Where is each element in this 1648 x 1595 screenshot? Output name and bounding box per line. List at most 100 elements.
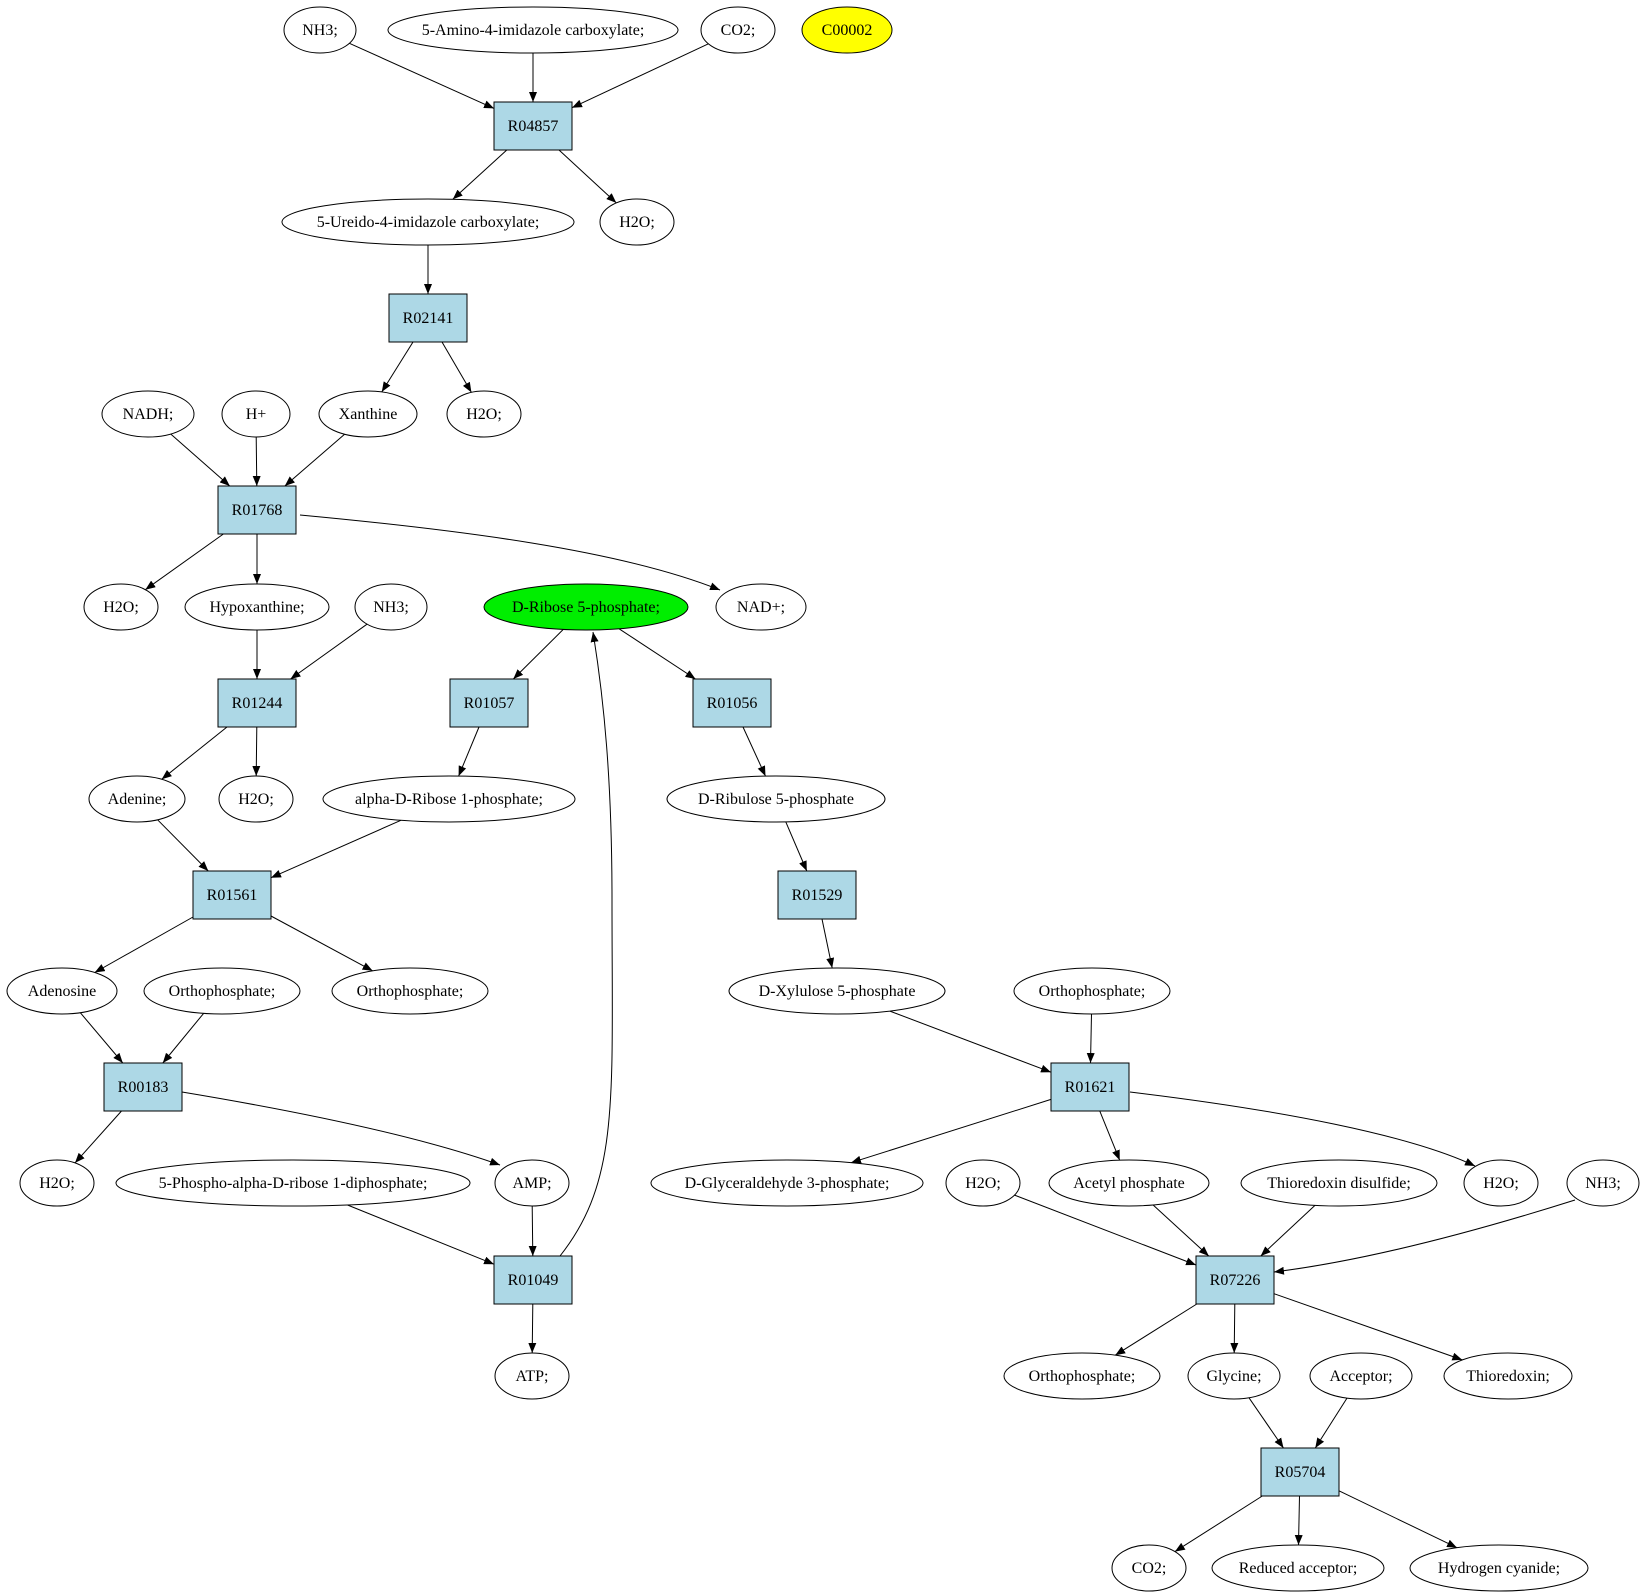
compound-ellipse <box>354 583 428 631</box>
edge-r_R01621-to-c_g3p <box>850 1098 1052 1164</box>
compound-node-c_h2o_6[interactable]: H2O; <box>945 1159 1021 1207</box>
compound-node-c_pi_3[interactable]: Orthophosphate; <box>1013 967 1171 1015</box>
node-label: R01621 <box>1065 1079 1116 1096</box>
compound-node-c_pi_1[interactable]: Orthophosphate; <box>143 967 301 1015</box>
compound-node-c_ru5p[interactable]: D-Ribulose 5-phosphate <box>666 775 886 823</box>
edge-r_R04857-to-c_uica <box>452 149 508 200</box>
node-label: R01529 <box>792 887 843 904</box>
compound-node-c_nadplus[interactable]: NAD+; <box>715 583 807 631</box>
compound-ellipse <box>218 775 294 823</box>
compound-ellipse <box>1048 1159 1210 1207</box>
compound-node-c_nh3_1[interactable]: NH3; <box>283 6 357 54</box>
compound-ellipse <box>1309 1352 1413 1400</box>
compound-node-c_hcn[interactable]: Hydrogen cyanide; <box>1409 1544 1589 1592</box>
compound-node-c_co2_1[interactable]: CO2; <box>700 6 776 54</box>
compound-node-c_acceptor[interactable]: Acceptor; <box>1309 1352 1413 1400</box>
node-label: R01057 <box>464 695 515 712</box>
node-label: H2O; <box>39 1175 75 1192</box>
compound-node-c_nh3_2[interactable]: NH3; <box>354 583 428 631</box>
edge-r_R01768-to-c_h2o_3 <box>145 533 224 591</box>
compound-node-c_uica[interactable]: 5-Ureido-4-imidazole carboxylate; <box>281 198 575 246</box>
edge-r_R01561-to-c_adenosine <box>94 916 194 973</box>
compound-ellipse <box>483 583 689 631</box>
compound-node-c_ar1p[interactable]: alpha-D-Ribose 1-phosphate; <box>322 775 576 823</box>
compound-node-c_co2_2[interactable]: CO2; <box>1111 1544 1187 1592</box>
edge-r_R01057-to-c_ar1p <box>458 726 480 777</box>
compound-node-c_h2o_1[interactable]: H2O; <box>599 198 675 246</box>
compound-node-c_h2o_3[interactable]: H2O; <box>83 583 159 631</box>
edge-c_xanthine-to-r_R01768 <box>284 433 345 487</box>
edge-c_h2o_6-to-r_R07226 <box>1014 1194 1197 1266</box>
reaction-box <box>103 1062 183 1112</box>
compound-node-c_nadh[interactable]: NADH; <box>101 390 195 438</box>
compound-node-c_c00002[interactable]: C00002 <box>801 6 893 54</box>
node-label: Orthophosphate; <box>169 983 276 1000</box>
reaction-node-r_R01244[interactable]: R01244 <box>217 678 297 728</box>
compound-node-c_pi_4[interactable]: Orthophosphate; <box>1003 1352 1161 1400</box>
compound-ellipse <box>281 198 575 246</box>
reaction-node-r_R01049[interactable]: R01049 <box>493 1255 573 1305</box>
reaction-node-r_R00183[interactable]: R00183 <box>103 1062 183 1112</box>
node-label: H2O; <box>965 1175 1001 1192</box>
edge-r_R00183-to-c_amp <box>181 1091 501 1166</box>
compound-ellipse <box>221 390 291 438</box>
compound-node-c_h2o_7[interactable]: H2O; <box>1463 1159 1539 1207</box>
compound-ellipse <box>494 1352 570 1400</box>
reaction-node-r_R01056[interactable]: R01056 <box>692 678 772 728</box>
compound-node-c_atp[interactable]: ATP; <box>494 1352 570 1400</box>
compound-node-c_trxss[interactable]: Thioredoxin disulfide; <box>1240 1159 1438 1207</box>
compound-node-c_trx[interactable]: Thioredoxin; <box>1443 1352 1573 1400</box>
node-label: Orthophosphate; <box>1029 1368 1136 1385</box>
node-label: Reduced acceptor; <box>1239 1560 1358 1577</box>
compound-ellipse <box>283 6 357 54</box>
edge-r_R07226-to-c_glycine <box>1230 1303 1239 1354</box>
compound-node-c_xu5p[interactable]: D-Xylulose 5-phosphate <box>728 967 946 1015</box>
compound-ellipse <box>387 6 679 54</box>
reaction-node-r_R01621[interactable]: R01621 <box>1050 1062 1130 1112</box>
compound-node-c_hypox[interactable]: Hypoxanthine; <box>184 583 330 631</box>
compound-node-c_pi_2[interactable]: Orthophosphate; <box>331 967 489 1015</box>
node-label: R02141 <box>403 310 454 327</box>
compound-node-c_glycine[interactable]: Glycine; <box>1187 1352 1281 1400</box>
compound-node-c_adenine[interactable]: Adenine; <box>88 775 186 823</box>
compound-node-c_h2o_4[interactable]: H2O; <box>218 775 294 823</box>
reaction-node-r_R05704[interactable]: R05704 <box>1260 1447 1340 1497</box>
compound-node-c_hplus[interactable]: H+ <box>221 390 291 438</box>
reaction-node-r_R01768[interactable]: R01768 <box>217 485 297 535</box>
compound-node-c_xanthine[interactable]: Xanthine <box>318 390 418 438</box>
compound-node-c_h2o_5[interactable]: H2O; <box>19 1159 95 1207</box>
node-label: NAD+; <box>737 599 785 616</box>
node-label: R07226 <box>1210 1272 1261 1289</box>
reaction-node-r_R01561[interactable]: R01561 <box>192 870 272 920</box>
compound-node-c_g3p[interactable]: D-Glyceraldehyde 3-phosphate; <box>650 1159 924 1207</box>
compound-node-c_acp[interactable]: Acetyl phosphate <box>1048 1159 1210 1207</box>
edge-r_R02141-to-c_xanthine <box>381 341 414 393</box>
compound-node-c_amp[interactable]: AMP; <box>494 1159 570 1207</box>
compound-node-c_aica[interactable]: 5-Amino-4-imidazole carboxylate; <box>387 6 679 54</box>
node-label: R05704 <box>1275 1464 1326 1481</box>
reaction-node-r_R04857[interactable]: R04857 <box>493 101 573 151</box>
reaction-node-r_R01529[interactable]: R01529 <box>777 870 857 920</box>
compound-node-c_nh3_3[interactable]: NH3; <box>1566 1159 1640 1207</box>
edge-r_R05704-to-c_co2_2 <box>1174 1495 1263 1553</box>
edge-r_R01529-to-c_xu5p <box>821 918 835 969</box>
reaction-node-r_R07226[interactable]: R07226 <box>1195 1255 1275 1305</box>
reaction-node-r_R01057[interactable]: R01057 <box>449 678 529 728</box>
node-label: Thioredoxin; <box>1466 1368 1550 1385</box>
compound-ellipse <box>1566 1159 1640 1207</box>
compound-node-c_adenosine[interactable]: Adenosine <box>6 967 118 1015</box>
compound-ellipse <box>322 775 576 823</box>
compound-ellipse <box>1111 1544 1187 1592</box>
compound-ellipse <box>801 6 893 54</box>
compound-node-c_r5p[interactable]: D-Ribose 5-phosphate; <box>483 583 689 631</box>
reaction-node-r_R02141[interactable]: R02141 <box>388 293 468 343</box>
compound-ellipse <box>19 1159 95 1207</box>
edge-c_hplus-to-r_R01768 <box>252 436 261 487</box>
compound-node-c_h2o_2[interactable]: H2O; <box>446 390 522 438</box>
compound-node-c_prpp[interactable]: 5-Phospho-alpha-D-ribose 1-diphosphate; <box>115 1159 471 1207</box>
node-label: Hypoxanthine; <box>209 599 304 616</box>
compound-ellipse <box>1463 1159 1539 1207</box>
node-label: R01056 <box>707 695 758 712</box>
compound-node-c_redacc[interactable]: Reduced acceptor; <box>1211 1544 1385 1592</box>
reaction-box <box>777 870 857 920</box>
